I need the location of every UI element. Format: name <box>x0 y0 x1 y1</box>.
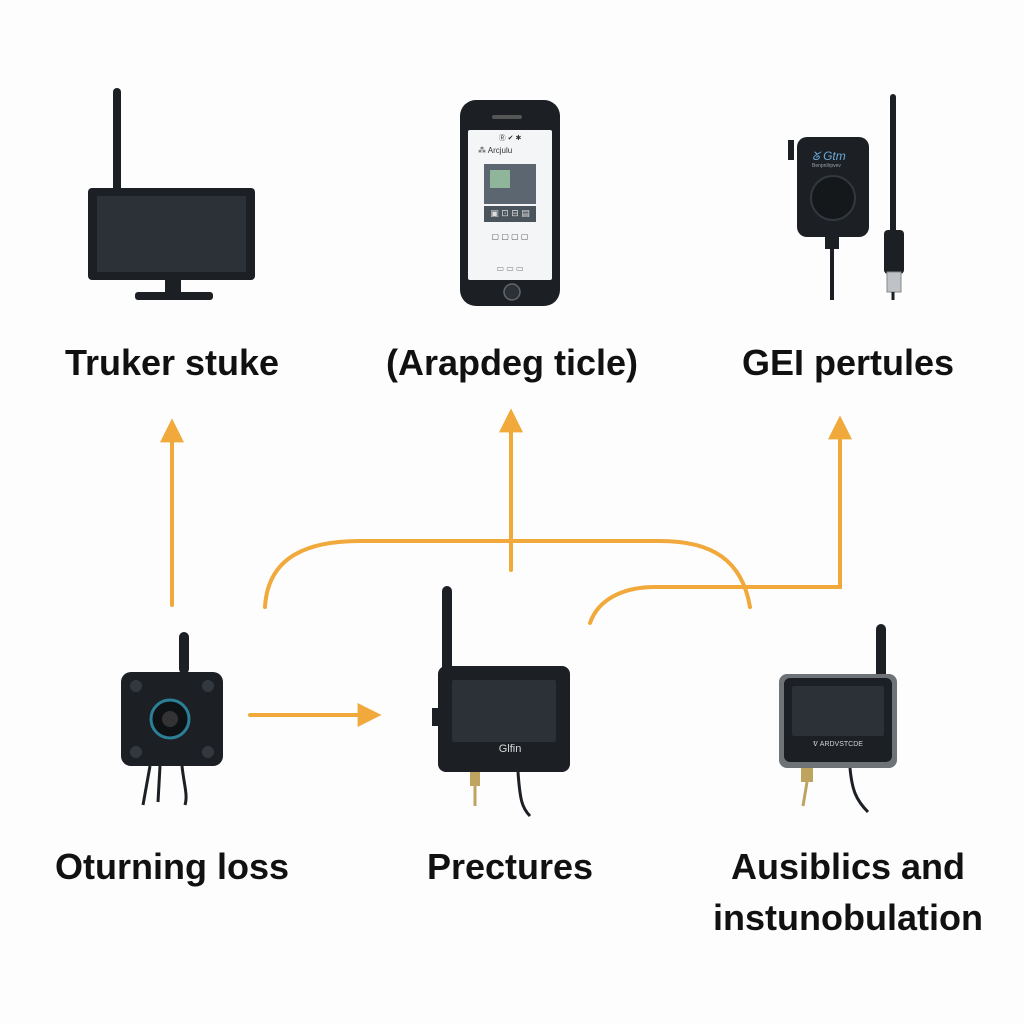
phone-footer-row: ▢ ▢ ▢ ▢ <box>491 232 529 241</box>
screen-device-icon <box>432 586 570 818</box>
curve-to-gei-pertules <box>588 415 852 625</box>
label-ausiblics-and: Ausiblics and <box>730 846 966 887</box>
camera-block-icon <box>121 632 223 806</box>
label-prectures: Prectures <box>426 846 594 887</box>
radio-device-icon <box>779 624 897 814</box>
dongle-subtitle-text: Benpnllrpvev <box>812 163 841 169</box>
phone-bottom-row: ▭ ▭ ▭ <box>496 264 524 273</box>
dongle-brand-text: ᘜ Gtm <box>812 149 846 163</box>
label-arapdeg-ticle: (Arapdeg ticle) <box>385 342 639 383</box>
phone-app-title: ⁂ Arcjulu <box>478 146 513 155</box>
monitor-device-icon <box>88 88 255 300</box>
smartphone-icon <box>460 100 560 306</box>
label-truker-stuke: Truker stuke <box>64 342 280 383</box>
usb-receiver-icon <box>788 94 904 300</box>
label-gei-pertules: GEI pertules <box>741 342 955 383</box>
label-oturning-loss: Oturning loss <box>55 846 289 887</box>
phone-status-text: Ⓡ ✔ ✱ <box>498 135 522 142</box>
label-instunobulation: instunobulation <box>713 897 983 938</box>
curve-left-to-right <box>263 539 752 609</box>
radio-device-mark: ᕓ ARDVSTCDE <box>813 741 863 748</box>
phone-icons-row: ▣ ⊡ ⊟ ▤ <box>490 208 530 218</box>
connectors <box>160 408 852 727</box>
screen-device-mark: Glfin <box>498 743 522 755</box>
